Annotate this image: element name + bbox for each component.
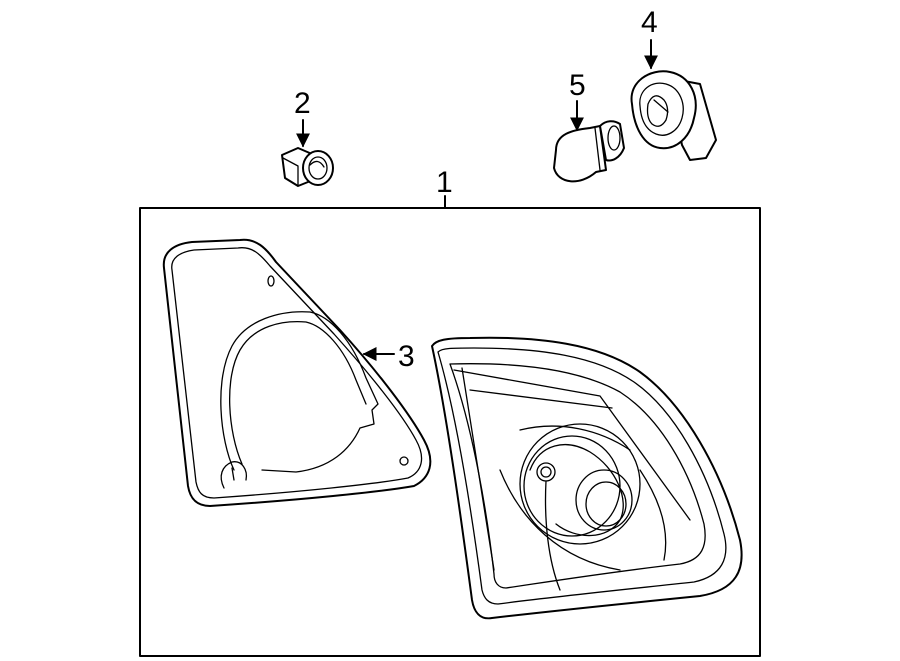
bulb-part [553, 120, 625, 183]
callout-2: 2 [294, 87, 311, 120]
callout-4: 4 [641, 6, 658, 39]
nut-part [281, 147, 334, 187]
lamp-assembly-part [431, 336, 743, 620]
callout-3: 3 [398, 340, 415, 373]
socket-part [630, 70, 717, 161]
callout-1: 1 [436, 166, 453, 199]
callout-5: 5 [569, 69, 586, 102]
assembly-frame [139, 207, 761, 657]
gasket-part [162, 238, 432, 507]
